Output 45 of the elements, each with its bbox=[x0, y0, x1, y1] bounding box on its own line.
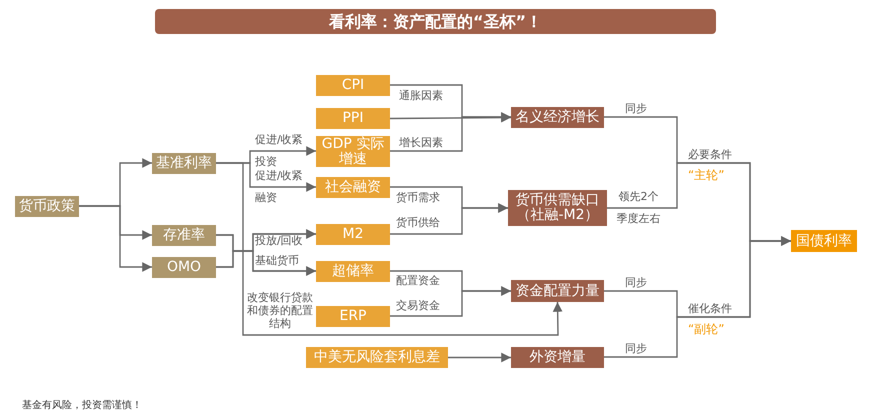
process-box: CPI bbox=[316, 75, 390, 96]
process-box: 中美无风险套利息差 bbox=[306, 347, 448, 368]
process-box: 社会融资 bbox=[316, 177, 390, 198]
edge-label: 配置资金 bbox=[396, 274, 441, 288]
wheel-label: “副轮” bbox=[688, 321, 724, 338]
condition-label: 必要条件 bbox=[688, 147, 732, 162]
edge-label: 通胀因素 bbox=[399, 89, 444, 103]
edge-label: 同步 bbox=[625, 102, 648, 116]
process-box: 资金配置力量 bbox=[511, 280, 604, 302]
process-box: ERP bbox=[316, 306, 390, 327]
edge-label: 增长因素 bbox=[399, 136, 444, 150]
process-box: 货币政策 bbox=[15, 196, 79, 217]
arrow bbox=[79, 205, 152, 272]
edge-label: 货币需求 bbox=[396, 191, 441, 205]
process-box: GDP 实际增速 bbox=[316, 136, 390, 167]
process-box: M2 bbox=[316, 224, 390, 245]
edge-label: 改变银行贷款和债券的配置结构 bbox=[246, 291, 314, 330]
wheel-label: “主轮” bbox=[688, 167, 724, 184]
arrow bbox=[390, 203, 508, 235]
arrow bbox=[448, 352, 511, 362]
process-box: 基准利率 bbox=[152, 153, 216, 174]
process-box: 存准率 bbox=[152, 225, 216, 246]
condition-label: 催化条件 bbox=[688, 301, 732, 316]
edge-label: 促进/收紧投资 bbox=[255, 132, 304, 170]
edge-label: 投放/回收基础货币 bbox=[255, 233, 304, 269]
arrow bbox=[390, 286, 511, 317]
edge-label: 同步 bbox=[625, 276, 648, 290]
arrow bbox=[604, 236, 791, 358]
edge-label: 货币供给 bbox=[396, 216, 441, 230]
disclaimer-note: 基金有风险，投资需谨慎！ bbox=[22, 398, 142, 412]
edge-label: 促进/收紧融资 bbox=[255, 168, 304, 206]
process-box: 外资增量 bbox=[511, 347, 604, 368]
process-box: 名义经济增长 bbox=[511, 107, 604, 128]
process-box: OMO bbox=[152, 257, 216, 278]
process-box: 货币供需缺口（社融-M2） bbox=[508, 190, 607, 226]
arrow bbox=[216, 162, 563, 336]
process-box: PPI bbox=[316, 108, 390, 129]
edge-label: 领先2个季度左右 bbox=[616, 189, 662, 227]
edge-label: 交易资金 bbox=[396, 299, 441, 313]
process-box: 超储率 bbox=[316, 261, 390, 282]
edge-label: 同步 bbox=[625, 342, 648, 356]
process-box: 国债利率 bbox=[791, 230, 857, 252]
arrow bbox=[390, 112, 511, 152]
arrow bbox=[216, 250, 316, 276]
title-banner: 看利率：资产配置的“圣杯”！ bbox=[155, 9, 716, 34]
